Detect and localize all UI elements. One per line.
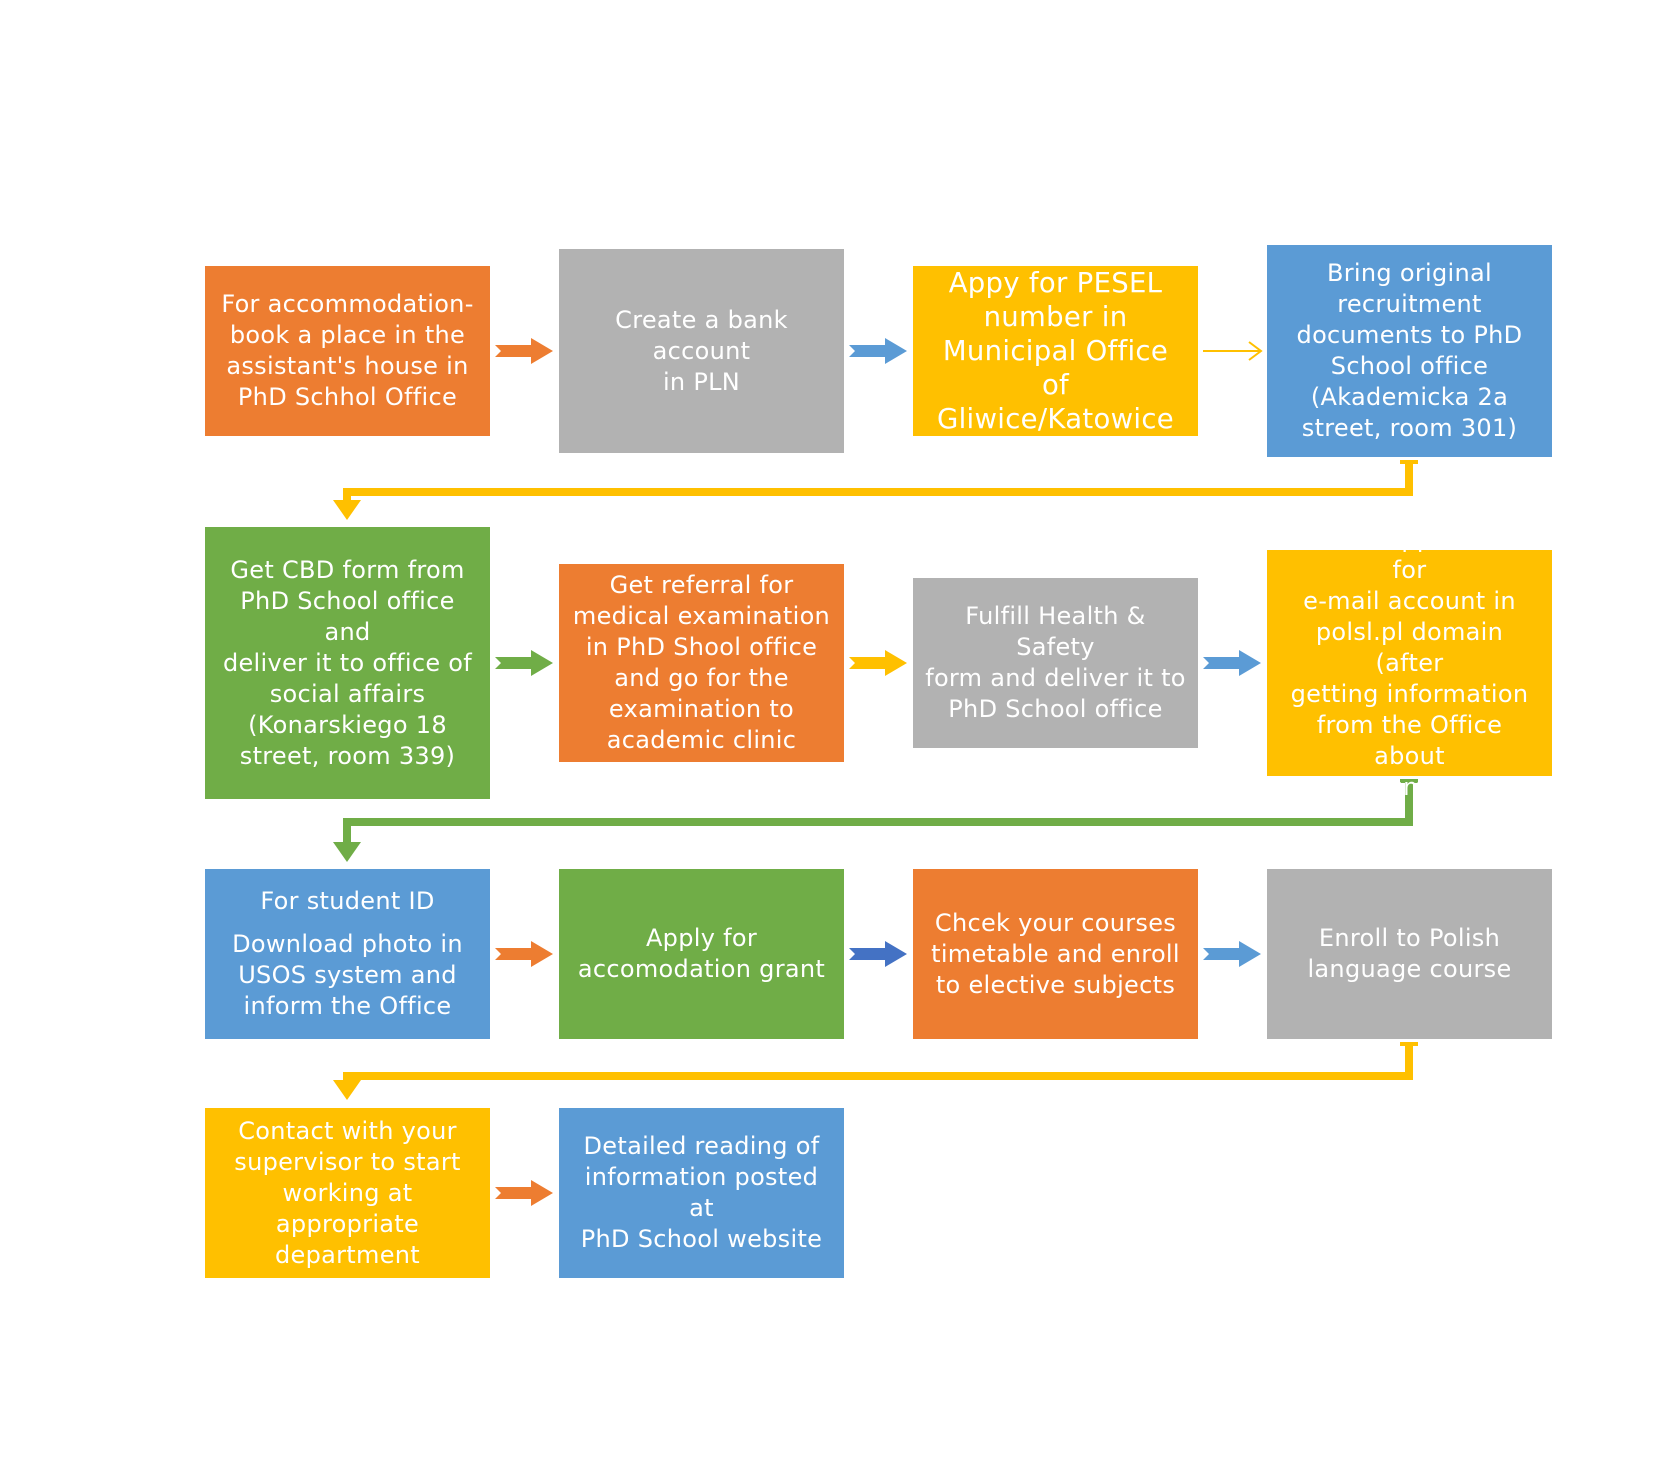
- arrow-s11-s12: [1203, 941, 1261, 967]
- arrow-s6-s7: [849, 650, 907, 676]
- step-book-accommodation: For accommodation- book a place in the a…: [205, 266, 490, 436]
- step-student-id: For student ID Download photo in USOS sy…: [205, 869, 490, 1039]
- step-label: Contact with your supervisor to start wo…: [234, 1116, 461, 1269]
- arrow-s8-s9: [333, 779, 1418, 862]
- arrow-s10-s11: [849, 941, 907, 967]
- step-label: Get CBD form from PhD School office and …: [222, 555, 473, 770]
- step-label: Chcek your courses timetable and enroll …: [931, 908, 1180, 999]
- step-label: Create a bank account in PLN: [615, 305, 788, 396]
- step-label: Bring original recruitment documents to …: [1296, 259, 1523, 442]
- step-health-safety-form: Fulfill Health & Safety form and deliver…: [913, 578, 1198, 748]
- step-label: Apply for accomodation grant: [577, 924, 826, 983]
- step-heading: For student ID: [260, 887, 435, 915]
- step-label: Enroll to Polish language course: [1307, 924, 1512, 983]
- step-label: Detailed reading of information posted a…: [580, 1132, 823, 1253]
- arrow-s4-s5: [333, 460, 1418, 520]
- arrow-s3-s4: [1203, 341, 1263, 361]
- step-contact-supervisor: Contact with your supervisor to start wo…: [205, 1108, 490, 1278]
- step-label: For accommodation- book a place in the a…: [221, 290, 474, 411]
- step-read-website: Detailed reading of information posted a…: [559, 1108, 844, 1278]
- step-email-account-application: Fill the application for e-mail account …: [1267, 525, 1552, 801]
- arrow-s1-s2: [495, 338, 553, 364]
- arrow-s7-s8: [1203, 650, 1261, 676]
- arrow-s12-s13: [333, 1042, 1418, 1100]
- step-label: Get referral for medical examination in …: [572, 571, 831, 754]
- step-label: Appy for PESEL number in Municipal Offic…: [936, 267, 1174, 435]
- step-create-bank-account: Create a bank account in PLN: [559, 249, 844, 453]
- step-apply-pesel: Appy for PESEL number in Municipal Offic…: [913, 266, 1198, 436]
- step-label: Fill the application for e-mail account …: [1290, 524, 1529, 801]
- step-check-courses: Chcek your courses timetable and enroll …: [913, 869, 1198, 1039]
- arrow-s2-s3: [849, 338, 907, 364]
- arrow-s13-s14: [495, 1180, 553, 1206]
- step-label: Fulfill Health & Safety form and deliver…: [925, 602, 1186, 723]
- step-accommodation-grant: Apply for accomodation grant: [559, 869, 844, 1039]
- step-polish-course: Enroll to Polish language course: [1267, 869, 1552, 1039]
- step-get-cbd-form: Get CBD form from PhD School office and …: [205, 527, 490, 799]
- step-medical-examination: Get referral for medical examination in …: [559, 564, 844, 762]
- step-bring-documents: Bring original recruitment documents to …: [1267, 245, 1552, 457]
- arrow-s9-s10: [495, 941, 553, 967]
- step-label: Download photo in USOS system and inform…: [232, 930, 463, 1020]
- arrow-s5-s6: [495, 650, 553, 676]
